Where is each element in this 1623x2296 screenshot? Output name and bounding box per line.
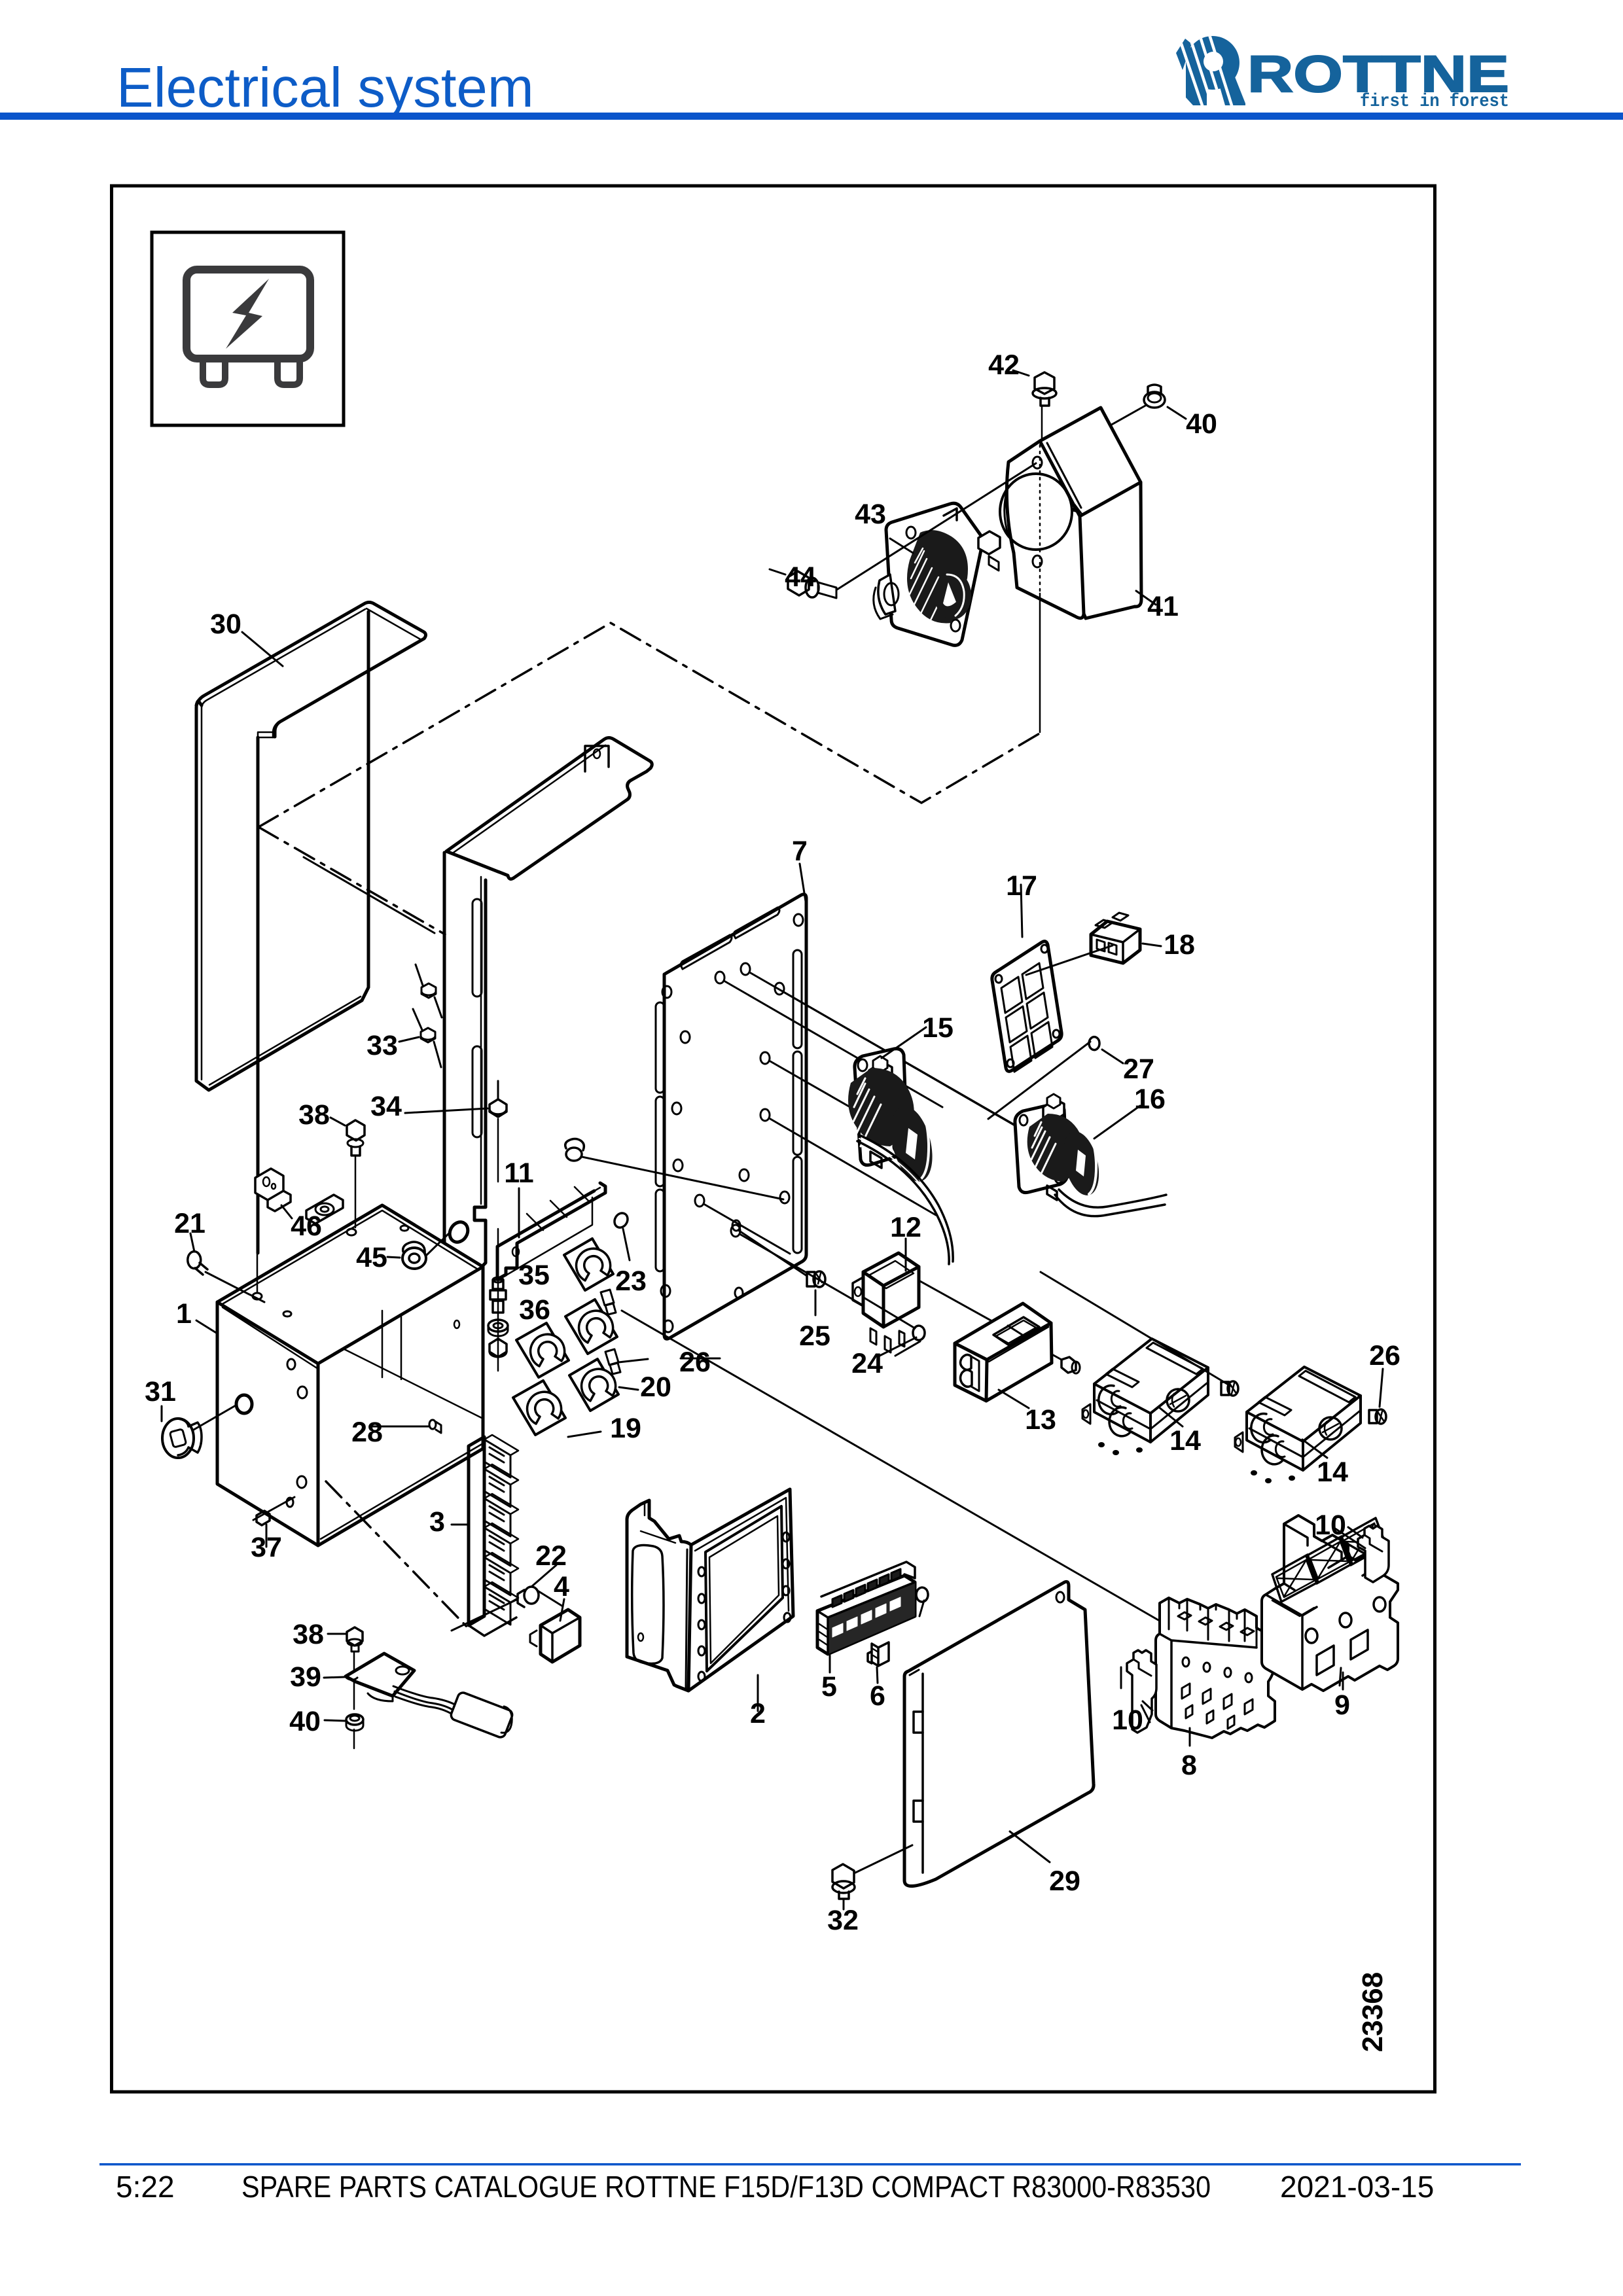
svg-text:ROTTNE: ROTTNE [1247, 44, 1509, 103]
svg-text:26: 26 [679, 1347, 711, 1378]
svg-text:3: 3 [429, 1506, 445, 1538]
svg-text:1: 1 [176, 1298, 192, 1330]
svg-text:29: 29 [1049, 1865, 1080, 1897]
svg-text:40: 40 [289, 1706, 321, 1737]
svg-text:10: 10 [1112, 1704, 1143, 1736]
svg-text:41: 41 [1147, 591, 1179, 622]
svg-text:43: 43 [855, 499, 886, 530]
svg-text:10: 10 [1315, 1510, 1346, 1541]
svg-text:23: 23 [615, 1265, 647, 1297]
svg-text:19: 19 [610, 1413, 641, 1444]
svg-text:2021-03-15: 2021-03-15 [1280, 2170, 1434, 2204]
svg-text:7: 7 [792, 836, 808, 867]
svg-text:SPARE PARTS CATALOGUE ROTTNE F: SPARE PARTS CATALOGUE ROTTNE F15D/F13D C… [241, 2170, 1211, 2204]
svg-text:first in forest: first in forest [1360, 92, 1509, 112]
svg-text:46: 46 [291, 1210, 322, 1242]
svg-text:37: 37 [251, 1532, 282, 1563]
svg-text:30: 30 [210, 609, 241, 640]
svg-text:28: 28 [351, 1417, 383, 1448]
svg-text:39: 39 [290, 1661, 321, 1693]
svg-text:5: 5 [821, 1671, 837, 1703]
svg-text:35: 35 [518, 1260, 550, 1291]
svg-text:31: 31 [145, 1376, 176, 1407]
svg-text:11: 11 [504, 1157, 533, 1189]
svg-text:38: 38 [298, 1099, 330, 1131]
svg-text:26: 26 [1369, 1340, 1400, 1371]
svg-text:9: 9 [1334, 1689, 1350, 1721]
svg-text:36: 36 [519, 1294, 550, 1326]
svg-text:38: 38 [293, 1619, 324, 1650]
svg-text:Electrical system: Electrical system [116, 57, 534, 119]
svg-text:20: 20 [640, 1371, 671, 1403]
svg-text:25: 25 [799, 1320, 830, 1352]
svg-text:16: 16 [1134, 1084, 1166, 1115]
svg-text:18: 18 [1164, 929, 1195, 961]
svg-text:45: 45 [356, 1242, 387, 1273]
svg-text:2: 2 [750, 1698, 766, 1729]
svg-text:14: 14 [1169, 1425, 1201, 1457]
svg-text:17: 17 [1006, 870, 1037, 902]
svg-text:24: 24 [851, 1348, 883, 1379]
svg-text:27: 27 [1123, 1053, 1154, 1085]
svg-text:23368: 23368 [1357, 1972, 1389, 2052]
svg-text:40: 40 [1186, 408, 1217, 440]
svg-text:44: 44 [785, 561, 816, 593]
svg-text:8: 8 [1181, 1750, 1197, 1781]
svg-text:34: 34 [370, 1091, 402, 1122]
svg-text:5:22: 5:22 [116, 2170, 175, 2204]
svg-text:32: 32 [827, 1905, 859, 1936]
svg-text:15: 15 [922, 1012, 954, 1044]
svg-text:33: 33 [366, 1030, 398, 1061]
svg-text:14: 14 [1317, 1457, 1348, 1488]
svg-text:6: 6 [870, 1680, 885, 1712]
svg-text:22: 22 [535, 1540, 567, 1572]
svg-text:12: 12 [890, 1212, 921, 1243]
svg-text:13: 13 [1025, 1404, 1056, 1436]
svg-text:21: 21 [174, 1208, 205, 1239]
svg-text:42: 42 [988, 349, 1020, 381]
svg-text:4: 4 [554, 1571, 569, 1602]
